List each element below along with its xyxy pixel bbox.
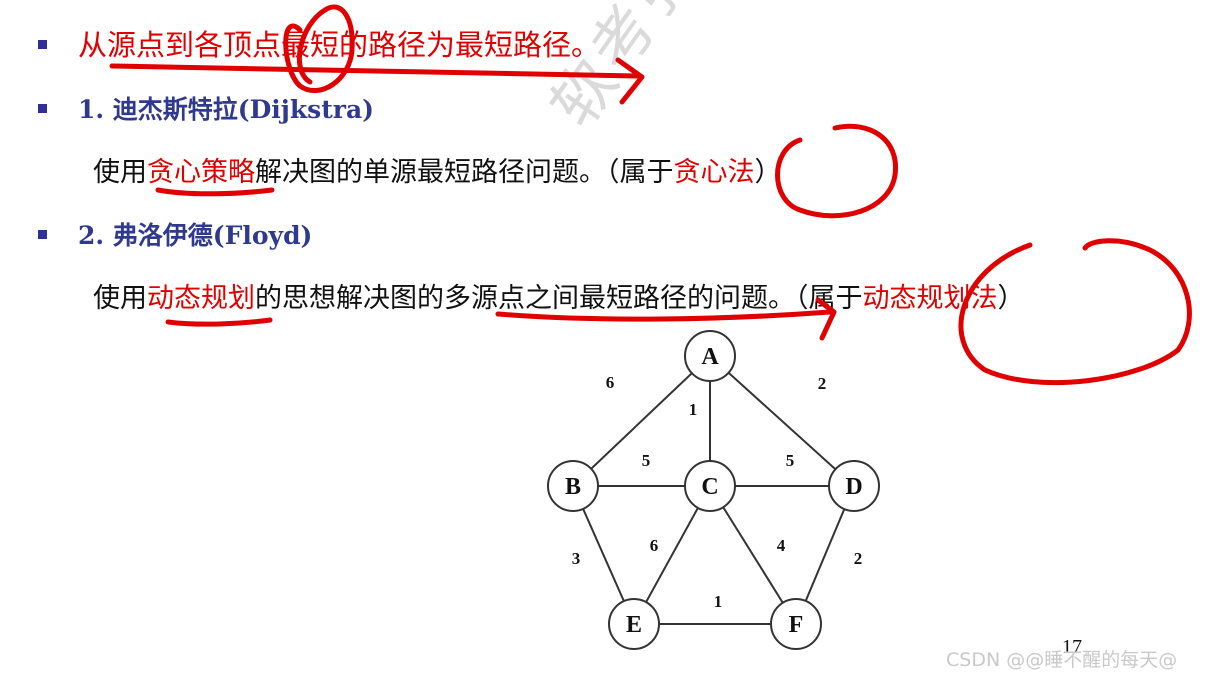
csdn-watermark: CSDN @@睡不醒的每天@: [946, 649, 1178, 671]
node-d-circle: [828, 460, 880, 512]
edge-weight-b-c: 5: [642, 451, 651, 470]
dijkstra-description: 使用贪心策略解决图的单源最短路径问题。（属于贪心法）: [93, 150, 782, 189]
edge-c-f: [709, 485, 797, 625]
edge-weight-a-c: 1: [689, 400, 698, 419]
underline-dongtai: [165, 317, 273, 327]
floyd-pre: 使用: [93, 283, 147, 314]
edge-weight-d-f: 2: [854, 549, 863, 568]
floyd-mid: 的思想解决图的多源点之间最短路径的问题。（属于: [255, 283, 863, 314]
floyd-heading: 2. 弗洛伊德(Floyd): [78, 221, 313, 250]
arrowhead-line1: [615, 57, 645, 105]
floyd-highlight-strategy: 动态规划: [147, 283, 255, 314]
underline-arrow-line1: [109, 63, 643, 79]
edge-weight-a-d: 2: [818, 374, 827, 393]
edge-weight-c-e: 6: [650, 536, 659, 555]
circle-zuiduan: [283, 4, 355, 94]
floyd-post: ）: [997, 283, 1025, 314]
underline-arrow-floyd: [495, 309, 833, 322]
edge-weight-c-f: 4: [777, 536, 786, 555]
edge-weight-c-d: 5: [786, 451, 795, 470]
node-f-circle: [770, 598, 822, 650]
bullet-marker: [38, 104, 47, 113]
floyd-description: 使用动态规划的思想解决图的多源点之间最短路径的问题。（属于动态规划法）: [93, 276, 1025, 315]
node-c-label: C: [701, 474, 718, 500]
node-b-circle: [547, 460, 599, 512]
circle-tanxinfa: [775, 123, 899, 219]
node-e-label: E: [626, 612, 642, 638]
dijkstra-highlight-method: 贪心法: [673, 157, 755, 188]
bullet-marker: [38, 40, 47, 49]
edge-a-b: [572, 355, 711, 487]
dijkstra-heading: 1. 迪杰斯特拉(Dijkstra): [78, 95, 374, 124]
node-a-circle: [684, 330, 736, 382]
bullet-marker: [38, 230, 47, 239]
dijkstra-pre: 使用: [93, 157, 147, 188]
node-c-circle: [684, 460, 736, 512]
edge-c-e: [633, 485, 711, 625]
handwritten-annotations: [109, 4, 1192, 386]
page-number: 17: [1062, 636, 1082, 658]
underline-tanxin: [155, 187, 275, 197]
dijkstra-highlight-strategy: 贪心策略: [147, 157, 255, 188]
node-b-label: B: [565, 474, 581, 500]
edge-a-d: [709, 355, 855, 487]
node-d-label: D: [845, 474, 862, 500]
arrowhead-floyd: [815, 297, 837, 341]
edge-weight-a-b: 6: [606, 373, 615, 392]
node-a-label: A: [701, 344, 719, 370]
node-e-circle: [608, 598, 660, 650]
dijkstra-mid: 解决图的单源最短路径问题。（属于: [255, 157, 674, 188]
node-f-label: F: [789, 612, 804, 638]
edge-weight-b-e: 3: [572, 549, 581, 568]
intro-line: 从源点到各顶点最短的路径为最短路径。: [78, 28, 601, 62]
edge-weight-e-f: 1: [714, 592, 723, 611]
circle-dongtaiguihua: [958, 238, 1192, 386]
